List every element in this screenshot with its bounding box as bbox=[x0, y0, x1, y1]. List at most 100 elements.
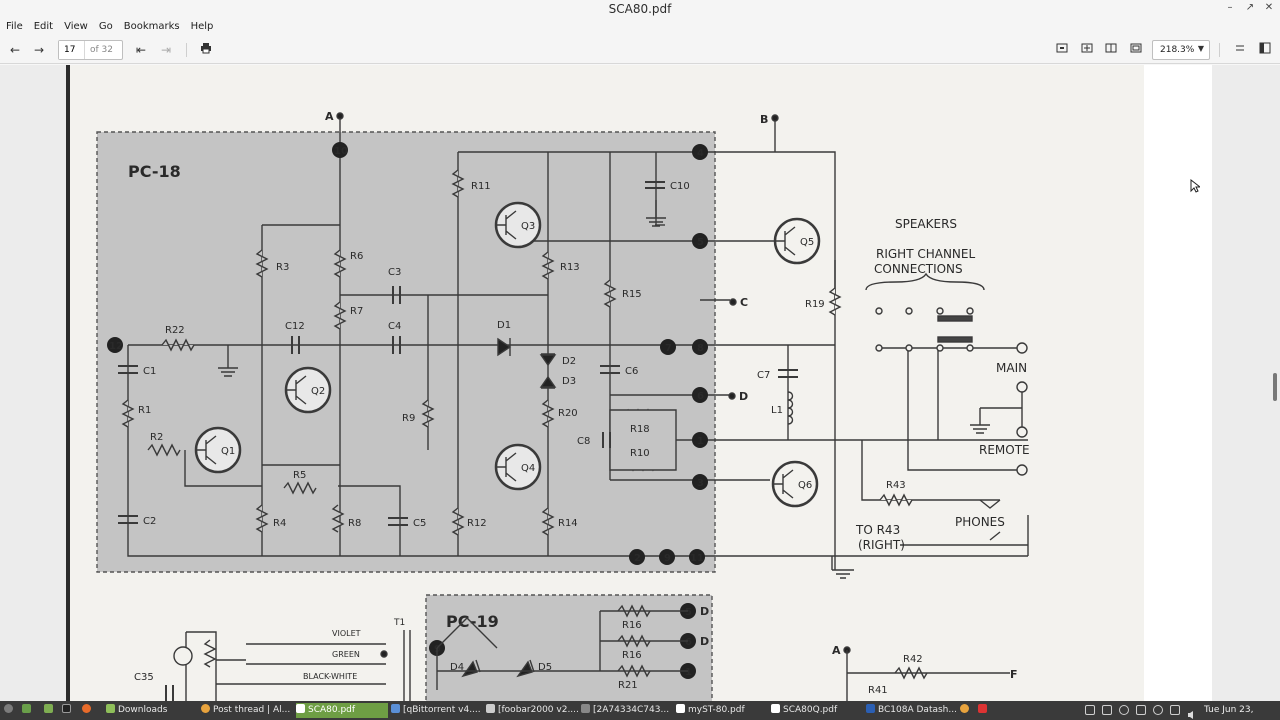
r8-label: R8 bbox=[348, 518, 361, 529]
dual-page-icon[interactable] bbox=[1102, 41, 1120, 59]
terminal-5: 5 bbox=[697, 237, 704, 248]
pdf-icon bbox=[676, 704, 685, 713]
task-myst80-pdf[interactable]: myST-80.pdf bbox=[676, 703, 768, 718]
terminal-launcher-icon[interactable] bbox=[62, 703, 76, 718]
document-view[interactable]: PC-18 PC-19 bbox=[0, 65, 1280, 701]
c8-label: C8 bbox=[577, 436, 590, 447]
show-desktop-icon[interactable] bbox=[22, 703, 36, 718]
node-d-pc19-a: D bbox=[700, 605, 709, 618]
c12-label: C12 bbox=[285, 321, 305, 332]
tray-window-icon[interactable] bbox=[978, 703, 990, 718]
wires bbox=[127, 118, 1029, 570]
d2-label: D2 bbox=[562, 356, 576, 367]
mouse-pointer-icon bbox=[1190, 179, 1200, 193]
main-label: MAIN bbox=[996, 361, 1027, 375]
terminal-6: 6 bbox=[697, 391, 704, 402]
phones-label: PHONES bbox=[955, 515, 1005, 529]
menu-go[interactable]: Go bbox=[98, 21, 113, 32]
tray-screenshot-icon[interactable] bbox=[1102, 705, 1112, 715]
terminal-11: 11 bbox=[690, 553, 704, 564]
terminal-4: 4 bbox=[697, 148, 704, 159]
menu-file[interactable]: File bbox=[6, 21, 23, 32]
r7-label: R7 bbox=[350, 306, 363, 317]
c10-label: C10 bbox=[670, 181, 690, 192]
folder-icon bbox=[106, 704, 115, 713]
t1-label: T1 bbox=[393, 618, 405, 628]
clipboard-icon[interactable] bbox=[1136, 705, 1146, 715]
inductors: L1 T1 bbox=[393, 391, 794, 701]
page-number-input[interactable] bbox=[59, 41, 85, 59]
shield-icon[interactable] bbox=[1153, 705, 1163, 715]
document-icon bbox=[866, 704, 875, 713]
zoom-select[interactable]: 218.3% ▼ bbox=[1152, 40, 1210, 60]
r3-label: R3 bbox=[276, 262, 289, 273]
q3-label: Q3 bbox=[521, 221, 535, 232]
task-sca80-pdf[interactable]: SCA80.pdf bbox=[296, 703, 388, 718]
node-a: A bbox=[325, 110, 334, 123]
task-bc108a-datasheet[interactable]: BC108A Datash... bbox=[866, 703, 958, 718]
violet-label: VIOLET bbox=[332, 629, 361, 638]
task-foobar2000[interactable]: [foobar2000 v2.... bbox=[486, 703, 578, 718]
network-icon[interactable] bbox=[1170, 705, 1180, 715]
r14-label: R14 bbox=[558, 518, 578, 529]
back-arrow-icon[interactable]: ← bbox=[9, 43, 21, 57]
task-sca80q-pdf[interactable]: SCA80Q.pdf bbox=[771, 703, 863, 718]
forward-arrow-icon[interactable]: → bbox=[33, 43, 45, 57]
terminal-9: 9 bbox=[664, 553, 671, 564]
continuous-scroll-icon[interactable] bbox=[1231, 41, 1249, 59]
foobar-icon bbox=[486, 704, 495, 713]
restore-icon[interactable]: ↗ bbox=[1245, 2, 1255, 13]
d1-label: D1 bbox=[497, 320, 511, 331]
c2-label: C2 bbox=[143, 516, 156, 527]
window-title: SCA80.pdf bbox=[608, 2, 672, 16]
menu-view[interactable]: View bbox=[64, 21, 88, 32]
scrollbar-thumb[interactable] bbox=[1273, 373, 1277, 401]
r43-label: R43 bbox=[886, 480, 906, 491]
task-downloads[interactable]: Downloads bbox=[106, 703, 198, 718]
browser-icon bbox=[201, 704, 210, 713]
c6-label: C6 bbox=[625, 366, 638, 377]
menu-help[interactable]: Help bbox=[190, 21, 214, 32]
menu-edit[interactable]: Edit bbox=[33, 21, 54, 32]
close-icon[interactable]: ✕ bbox=[1264, 2, 1274, 13]
pc19-board bbox=[425, 594, 713, 701]
node-f: F bbox=[1010, 668, 1018, 681]
volume-icon[interactable] bbox=[1187, 705, 1197, 719]
task-2a74334c[interactable]: [2A74334C743... bbox=[581, 703, 673, 718]
r16b-label: R16 bbox=[622, 650, 642, 661]
r21-label: R21 bbox=[618, 680, 638, 691]
r22-label: R22 bbox=[165, 325, 185, 336]
menu-bookmarks[interactable]: Bookmarks bbox=[123, 21, 180, 32]
r6-label: R6 bbox=[350, 251, 363, 262]
bluetooth-icon[interactable] bbox=[1119, 705, 1129, 715]
task-qbittorrent[interactable]: [qBittorrent v4.... bbox=[391, 703, 483, 718]
firefox-launcher-icon[interactable] bbox=[82, 703, 96, 718]
menu-launcher-icon[interactable] bbox=[4, 703, 18, 718]
board-label-pc19: PC-19 bbox=[446, 612, 499, 631]
fullscreen-icon[interactable] bbox=[1127, 41, 1145, 59]
title-bar: SCA80.pdf – ↗ ✕ bbox=[0, 0, 1280, 18]
previous-page-icon[interactable]: ⇤ bbox=[135, 43, 147, 57]
task-post-thread[interactable]: Post thread | Al... bbox=[201, 703, 293, 718]
files-launcher-icon[interactable] bbox=[44, 703, 58, 718]
tray-keyboard-icon[interactable] bbox=[1085, 705, 1095, 715]
fit-width-icon[interactable] bbox=[1078, 41, 1096, 59]
r9-label: R9 bbox=[402, 413, 415, 424]
window-icon bbox=[581, 704, 590, 713]
d4-label: D4 bbox=[450, 662, 464, 673]
fit-page-icon[interactable] bbox=[1053, 41, 1071, 59]
q5-label: Q5 bbox=[800, 237, 814, 248]
c4-label: C4 bbox=[388, 321, 401, 332]
sidebar-toggle-icon[interactable] bbox=[1256, 41, 1274, 59]
minimize-icon[interactable]: – bbox=[1227, 2, 1233, 13]
next-page-icon[interactable]: ⇥ bbox=[160, 43, 172, 57]
tray-app-icon[interactable] bbox=[960, 703, 972, 718]
q6-label: Q6 bbox=[798, 480, 812, 491]
resistors bbox=[121, 169, 1010, 701]
r4-label: R4 bbox=[273, 518, 286, 529]
r5-label: R5 bbox=[293, 470, 306, 481]
clock[interactable]: Tue Jun 23, 22:22 bbox=[1204, 705, 1254, 715]
print-icon[interactable] bbox=[197, 41, 215, 59]
pc18-board bbox=[96, 131, 716, 573]
